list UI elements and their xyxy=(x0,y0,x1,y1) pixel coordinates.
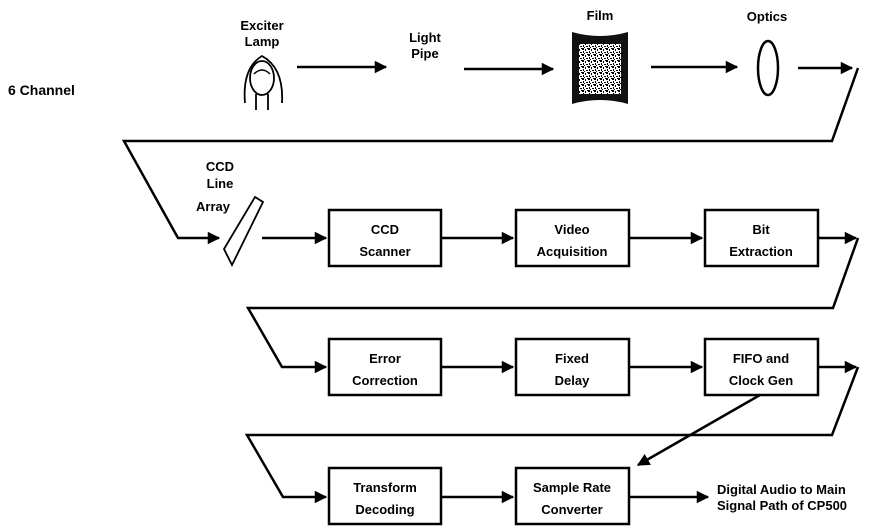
light-pipe-label-1: Light xyxy=(409,30,441,45)
fixed-delay-label-2: Delay xyxy=(555,373,590,388)
ccd-line-array-label-2: Line xyxy=(207,176,234,191)
exciter-lamp-label-1: Exciter xyxy=(240,18,283,33)
transform-decoding-label-2: Decoding xyxy=(355,502,414,517)
error-correction-label-2: Correction xyxy=(352,373,418,388)
exciter-lamp: Exciter Lamp xyxy=(240,18,284,110)
fixed-delay-block: Fixed Delay xyxy=(514,337,631,397)
error-correction-block: Error Correction xyxy=(327,337,443,397)
transform-decoding-block: Transform Decoding xyxy=(327,466,443,526)
sample-rate-converter-block: Sample Rate Converter xyxy=(514,466,631,526)
channel-label: 6 Channel xyxy=(8,82,75,98)
fifo-clock-gen-block: FIFO and Clock Gen xyxy=(703,337,820,397)
video-acquisition-label-2: Acquisition xyxy=(537,244,608,259)
transform-decoding-label-1: Transform xyxy=(353,480,417,495)
fixed-delay-label-1: Fixed xyxy=(555,351,589,366)
film-icon xyxy=(572,32,628,104)
fifo-clock-gen-label-1: FIFO and xyxy=(733,351,789,366)
sample-rate-converter-label-2: Converter xyxy=(541,502,602,517)
ccd-line-array-label-3: Array xyxy=(196,199,231,214)
lens-icon xyxy=(756,39,780,97)
ccd-line-array-element xyxy=(222,195,265,268)
video-acquisition-block: Video Acquisition xyxy=(514,208,631,268)
ccd-scanner-label-1: CCD xyxy=(371,222,399,237)
lamp-icon xyxy=(243,54,284,110)
output-label-1: Digital Audio to Main xyxy=(717,482,846,497)
ccd-scanner-label-2: Scanner xyxy=(359,244,410,259)
light-pipe-label-2: Pipe xyxy=(411,46,438,61)
ccd-scanner-block: CCD Scanner xyxy=(327,208,443,268)
bit-extraction-label-2: Extraction xyxy=(729,244,793,259)
bit-extraction-block: Bit Extraction xyxy=(703,208,820,268)
film-label: Film xyxy=(587,8,614,23)
video-acquisition-label-1: Video xyxy=(554,222,589,237)
error-correction-label-1: Error xyxy=(369,351,401,366)
sample-rate-converter-label-1: Sample Rate xyxy=(533,480,611,495)
exciter-lamp-label-2: Lamp xyxy=(245,34,280,49)
bit-extraction-label-1: Bit xyxy=(752,222,770,237)
fifo-clock-gen-label-2: Clock Gen xyxy=(729,373,793,388)
output-label-2: Signal Path of CP500 xyxy=(717,498,847,513)
ccd-line-array-label-1: CCD xyxy=(206,159,234,174)
optics-label: Optics xyxy=(747,9,787,24)
